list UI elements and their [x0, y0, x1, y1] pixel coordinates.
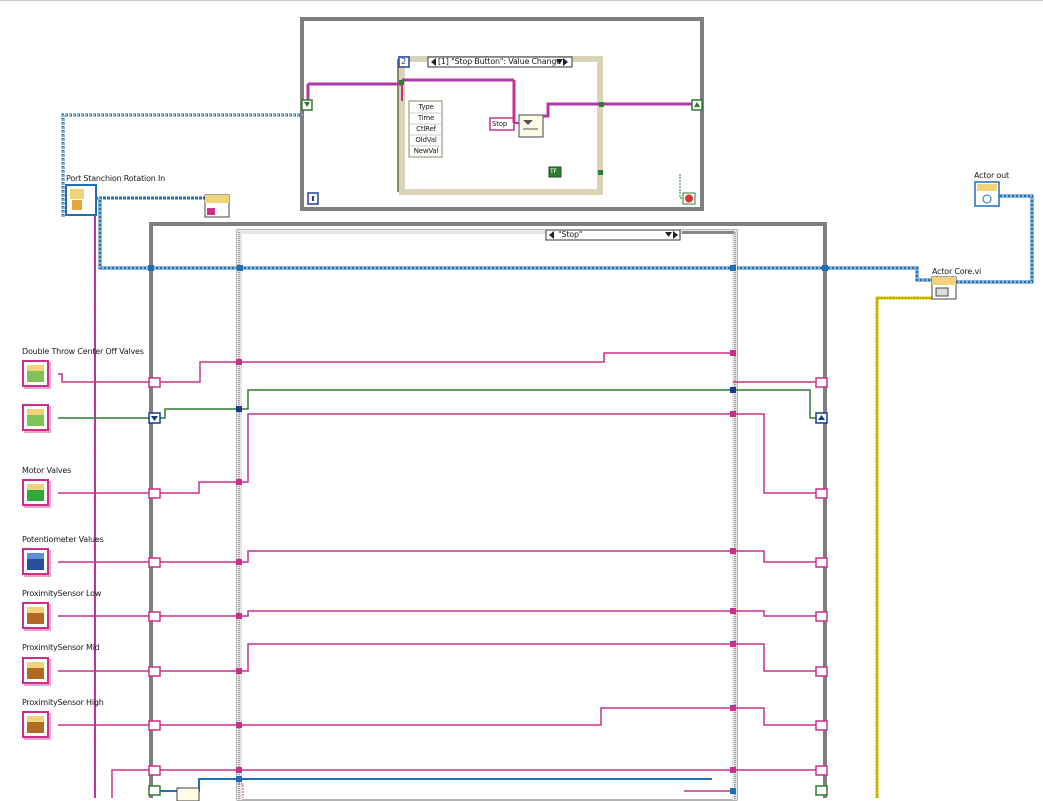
- label-port-stanchion: Port Stanchion Rotation In: [66, 174, 166, 183]
- event-loop-shift-out: [691, 99, 703, 111]
- event-loop-shift-in: [301, 99, 313, 111]
- double-throw-control-2[interactable]: [22, 404, 49, 431]
- label-prox-low: ProximitySensor Low: [22, 589, 102, 598]
- cluster-icon: [27, 409, 44, 426]
- case-selector-text[interactable]: "Stop": [558, 230, 583, 239]
- event-selector-index-text: 2: [401, 57, 406, 66]
- cluster-icon: [27, 607, 44, 624]
- actor-enqueuer-node[interactable]: [204, 194, 230, 218]
- label-prox-mid: ProximitySensor Mid: [22, 643, 100, 652]
- shift-register-right: [815, 377, 828, 796]
- bottom-node[interactable]: [176, 787, 200, 801]
- case-selector-label[interactable]: [545, 229, 734, 241]
- label-potentiometer: Potentiometer Values: [22, 535, 104, 544]
- event-data-terms: Type Time CtlRef OldVal NewVal: [410, 102, 442, 157]
- event-term-type[interactable]: Type: [418, 103, 434, 111]
- loop-iteration-terminal: [307, 192, 319, 205]
- label-double-throw: Double Throw Center Off Valves: [22, 347, 144, 356]
- cluster-icon: [27, 716, 44, 733]
- bundle-by-name-node[interactable]: [518, 114, 544, 138]
- label-prox-high: ProximitySensor High: [22, 698, 104, 707]
- event-selector-index[interactable]: [398, 56, 410, 68]
- loop-stop-terminal[interactable]: [682, 192, 696, 205]
- true-constant[interactable]: [548, 166, 562, 178]
- stop-constant-text: Stop: [492, 120, 508, 128]
- event-data-node: [408, 100, 443, 158]
- double-throw-control[interactable]: [22, 360, 49, 387]
- event-case-selector[interactable]: [427, 56, 573, 68]
- port-stanchion-control[interactable]: [65, 184, 97, 216]
- cluster-icon: [27, 484, 44, 501]
- prox-mid-control[interactable]: [22, 657, 49, 684]
- potentiometer-control[interactable]: [22, 548, 49, 575]
- event-case-label[interactable]: [1] "Stop Button": Value Change: [438, 57, 561, 66]
- prox-low-control[interactable]: [22, 602, 49, 629]
- window-top-border: [0, 0, 1043, 1]
- prox-high-control[interactable]: [22, 711, 49, 738]
- event-term-time[interactable]: Time: [417, 114, 435, 122]
- motor-valves-control[interactable]: [22, 479, 49, 506]
- label-actor-out: Actor out: [974, 171, 1009, 180]
- case-structure[interactable]: [236, 229, 738, 801]
- actor-core-node[interactable]: [931, 276, 957, 300]
- cluster-icon: [27, 553, 44, 570]
- main-while-loop[interactable]: [149, 222, 827, 798]
- actor-out-indicator[interactable]: [974, 181, 1000, 207]
- cluster-icon: [27, 365, 44, 382]
- case-tunnels: [236, 350, 736, 794]
- label-motor-valves: Motor Valves: [22, 466, 72, 475]
- event-term-newval[interactable]: NewVal: [413, 147, 439, 155]
- label-actor-core: Actor Core.vi: [932, 267, 982, 276]
- event-term-ctlref[interactable]: CtlRef: [416, 125, 436, 133]
- event-term-oldval[interactable]: OldVal: [415, 136, 437, 144]
- event-while-loop[interactable]: [300, 17, 704, 211]
- shift-register-left: [148, 377, 161, 796]
- cluster-icon: [27, 662, 44, 679]
- true-constant-text: TF: [550, 168, 557, 175]
